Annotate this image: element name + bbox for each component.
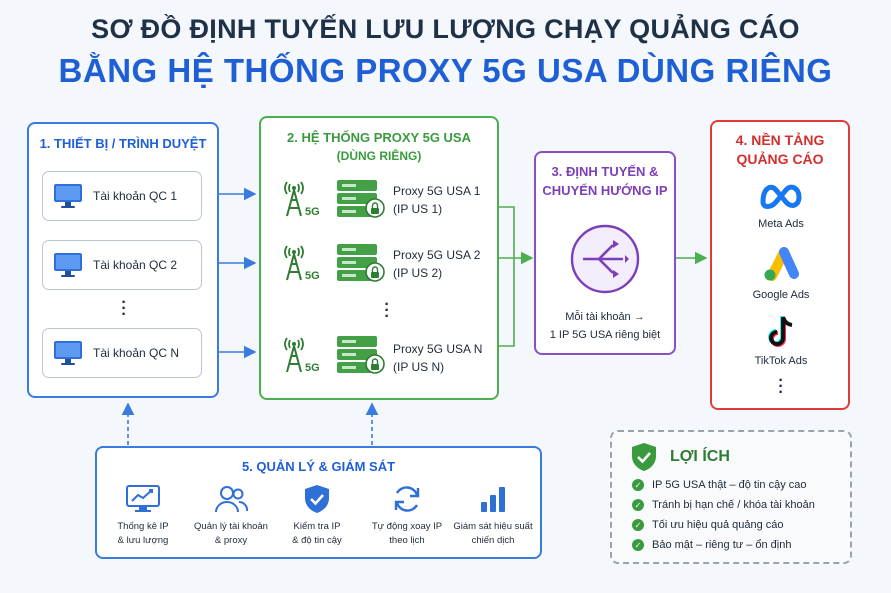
platform-label: TikTok Ads [754,355,808,367]
meta-logo-icon [758,180,804,215]
refresh-icon [394,486,420,512]
mgmt-item-ip-stats: Thống kê IP & lưu lượng [101,484,185,548]
check-icon: ✓ [632,539,644,551]
google-ads-logo-icon [760,244,802,287]
account-card-1: Tài khoản QC 1 [42,171,202,221]
management-title: 5. QUẢN LÝ & GIÁM SÁT [241,459,396,474]
proxy-n-label: Proxy 5G USA N (IP US N) [393,340,482,376]
users-icon [215,486,249,513]
routing-desc-line2: 1 IP 5G USA riêng biệt [549,329,661,341]
badge-5g: 5G [305,270,320,282]
proxy-name: Proxy 5G USA 2 [393,248,481,262]
routing-title-line2: CHUYỂN HƯỚNG IP [542,183,668,198]
shield-check-icon [305,485,329,513]
shield-check-icon [630,442,658,477]
proxy-1-label: Proxy 5G USA 1 (IP US 1) [393,182,480,218]
diagram-title-line1: SƠ ĐỒ ĐỊNH TUYẾN LƯU LƯỢNG CHẠY QUẢNG CÁ… [91,14,800,44]
platforms-title-line2: QUẢNG CÁO [736,151,824,167]
proxy-row-2 [279,238,309,287]
cell-tower-icon [284,245,304,281]
tiktok-logo-icon [766,314,798,355]
ellipsis-vertical-icon: ··· [384,296,390,325]
devices-panel: 1. THIẾT BỊ / TRÌNH DUYỆT Tài khoản QC 1… [27,122,219,398]
routing-title-line1: 3. ĐỊNH TUYẾN & [551,164,659,179]
mgmt-item-account-mgmt: Quản lý tài khoản & proxy [189,484,273,548]
bracket-proxies [498,206,515,347]
benefit-item: ✓ Bảo mật – riêng tư – ổn định [632,539,791,551]
bar-chart-icon [481,487,505,512]
devices-title: 1. THIẾT BỊ / TRÌNH DUYỆT [39,136,207,151]
check-icon: ✓ [632,479,644,491]
proxy-2-label: Proxy 5G USA 2 (IP US 2) [393,246,480,282]
platforms-title-line1: 4. NỀN TẢNG [735,132,825,148]
server-lock-icon [337,334,385,381]
monitor-icon [54,184,82,208]
benefit-item: ✓ Tránh bị hạn chế / khóa tài khoản [632,499,815,511]
account-card-n: Tài khoản QC N [42,328,202,378]
benefits-panel: LỢI ÍCH ✓ IP 5G USA thật – độ tin cậy ca… [610,430,852,564]
proxy-row-n [279,330,309,379]
account-label: Tài khoản QC 1 [93,189,178,203]
proxy-ip: (IP US N) [393,360,445,374]
routing-desc-line1: Mỗi tài khoản → [565,311,645,323]
proxy-system-panel: 2. HỆ THỐNG PROXY 5G USA (DÙNG RIÊNG) 5G… [259,116,499,400]
cell-tower-icon [284,181,304,217]
benefit-item: ✓ IP 5G USA thật – độ tin cậy cao [632,479,807,491]
account-label: Tài khoản QC N [93,346,180,360]
management-panel: 5. QUẢN LÝ & GIÁM SÁT Thống kê IP & lưu … [95,446,542,559]
benefit-item: ✓ Tối ưu hiệu quả quảng cáo [632,519,784,531]
monitor-icon [54,341,82,365]
diagram-title-line2: BẰNG HỆ THỐNG PROXY 5G USA DÙNG RIÊNG [58,52,833,89]
proxy-row-1 [279,174,309,223]
mgmt-item-performance: Giám sát hiệu suất chiến dịch [451,484,535,548]
platforms-panel: 4. NỀN TẢNG QUẢNG CÁO Meta Ads Google Ad… [710,120,850,410]
benefits-title: LỢI ÍCH [670,448,730,465]
account-card-2: Tài khoản QC 2 [42,240,202,290]
badge-5g: 5G [305,206,320,218]
proxy-name: Proxy 5G USA 1 [393,184,481,198]
proxy-system-title-line1: 2. HỆ THỐNG PROXY 5G USA [287,130,471,145]
proxy-ip: (IP US 1) [393,202,443,216]
monitor-icon [54,253,82,277]
proxy-ip: (IP US 2) [393,266,443,280]
account-label: Tài khoản QC 2 [93,258,178,272]
proxy-name: Proxy 5G USA N [393,342,483,356]
check-icon: ✓ [632,519,644,531]
mgmt-item-ip-check: Kiểm tra IP & độ tin cậy [275,484,359,548]
ellipsis-vertical-icon: ··· [778,372,784,401]
badge-5g: 5G [305,362,320,374]
server-lock-icon [337,178,385,225]
platform-label: Google Ads [752,289,810,301]
server-lock-icon [337,242,385,289]
chart-monitor-icon [126,485,160,512]
platform-label: Meta Ads [758,218,804,230]
check-icon: ✓ [632,499,644,511]
mgmt-item-auto-rotate: Tự động xoay IP theo lịch [365,484,449,548]
proxy-system-title-line2: (DÙNG RIÊNG) [336,149,422,163]
ellipsis-vertical-icon: ··· [121,294,127,323]
cell-tower-icon [284,337,304,373]
routing-panel: 3. ĐỊNH TUYẾN & CHUYỂN HƯỚNG IP Mỗi tài … [534,151,676,355]
routing-split-icon [569,223,641,300]
